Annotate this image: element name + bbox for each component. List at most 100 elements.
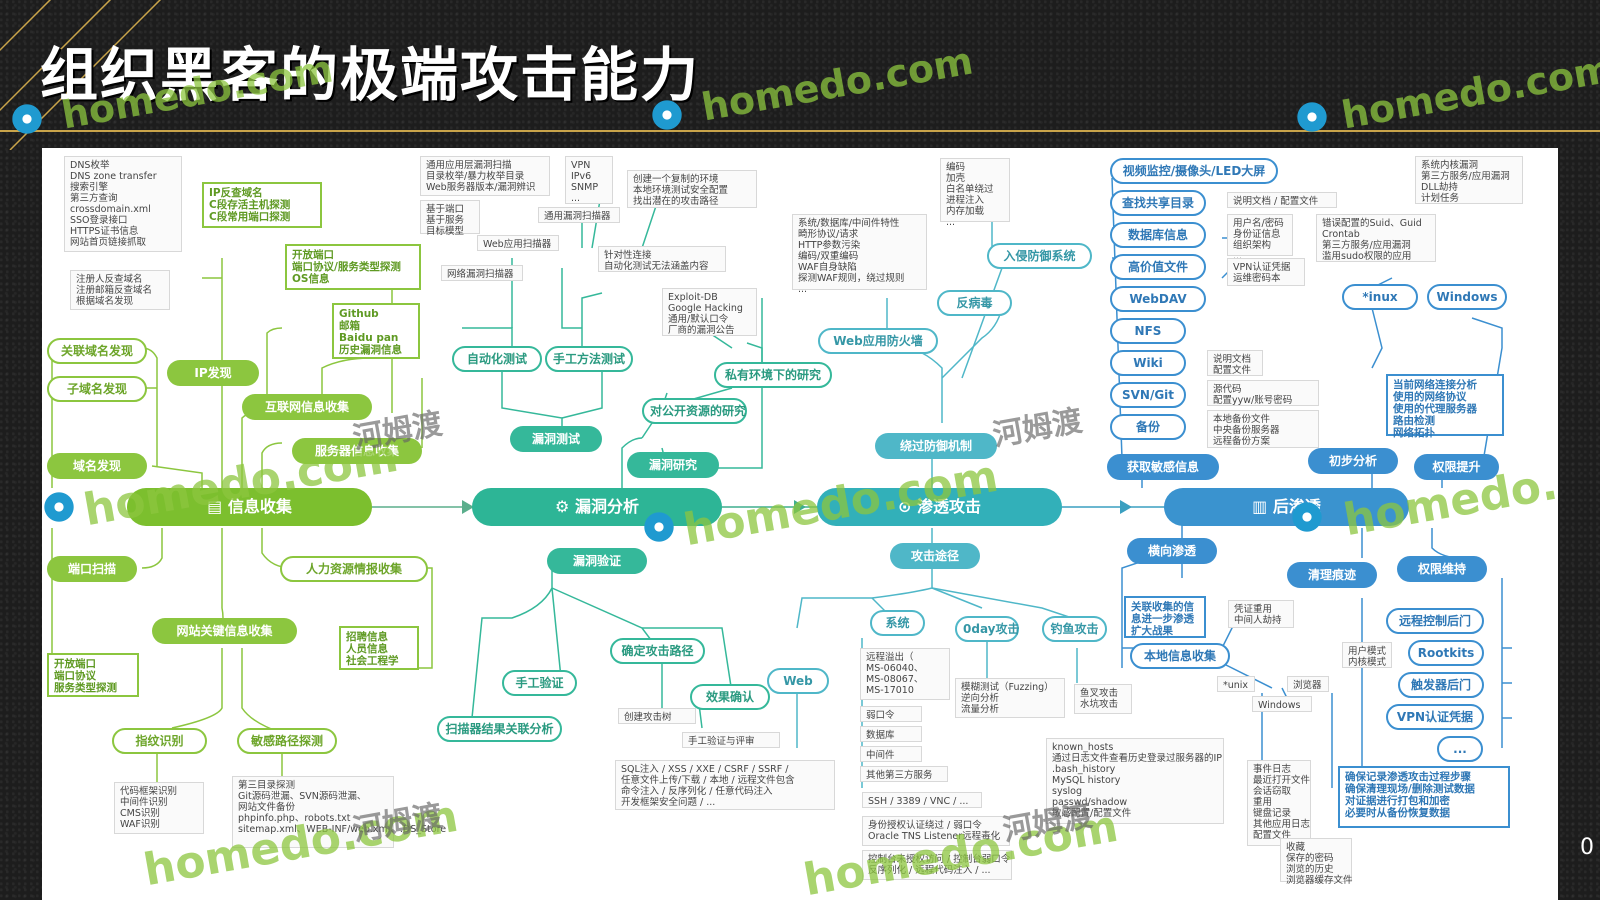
node-confirm-path[interactable]: 确定攻击路径	[610, 638, 705, 664]
node-system[interactable]: 系统	[870, 610, 925, 636]
note-network-analysis: 当前网络连接分析 使用的网络协议 使用的代理服务器 路由检测 网络拓扑	[1386, 374, 1504, 439]
note-dns-methods: DNS枚举 DNS zone transfer 搜索引擎 第三方查询 cross…	[64, 156, 182, 252]
note-scan-types: 通用应用层漏洞扫描 目录枚举/暴力枚举目录 Web服务器版本/漏洞辨识	[420, 156, 550, 196]
node-rootkits[interactable]: Rootkits	[1408, 640, 1484, 666]
note-ip-reverse: IP反查域名 C段存活主机探测 C段常用端口探测	[202, 182, 322, 228]
node-cleanup[interactable]: 清理痕迹	[1287, 562, 1377, 588]
note-recruit: 招聘信息 人员信息 社会工程学	[339, 626, 419, 670]
node-linux[interactable]: *inux	[1342, 284, 1418, 310]
node-vpn-cred[interactable]: VPN认证凭据	[1386, 704, 1484, 730]
node-vuln-test[interactable]: 漏洞测试	[510, 426, 602, 452]
node-domain-discovery[interactable]: 域名发现	[47, 453, 147, 479]
label-manual-review: 手工验证与评审	[682, 732, 780, 748]
node-get-sensitive[interactable]: 获取敏感信息	[1107, 454, 1219, 480]
note-targeted: 针对性连接 自动化测试无法涵盖内容	[598, 246, 726, 272]
node-sensitive-path[interactable]: 敏感路径探测	[237, 728, 337, 754]
note-fingerprint-types: 代码框架识别 中间件识别 CMS识别 WAF识别	[114, 782, 204, 834]
main-node-post-exploitation[interactable]: ▥ 后渗透	[1164, 488, 1409, 526]
label-attack-tree: 创建攻击树	[618, 708, 696, 724]
node-high-value[interactable]: 高价值文件	[1110, 254, 1206, 280]
node-phishing[interactable]: 钓鱼攻击	[1042, 616, 1107, 642]
note-github: Github 邮箱 Baidu pan 历史漏洞信息	[332, 303, 420, 359]
note-console: 控制台未授权访问 / 控制台弱口令 反序列化 / 远程代码注入 / ...	[862, 850, 1012, 880]
node-share[interactable]: 查找共享目录	[1110, 190, 1206, 216]
label-web-scanner: Web应用扫描器	[477, 235, 559, 251]
note-user-info: 用户名/密码 身份证信息 组织架构 ...	[1227, 214, 1293, 262]
grid-icon: ▥	[1252, 497, 1273, 516]
node-web[interactable]: Web	[767, 668, 829, 694]
node-port-scan[interactable]: 端口扫描	[47, 556, 137, 582]
node-private-research[interactable]: 私有环境下的研究	[714, 362, 832, 388]
note-share-docs: 说明文档 / 配置文件	[1227, 192, 1337, 208]
target-icon: ⊙	[898, 497, 917, 516]
node-db-info[interactable]: 数据库信息	[1110, 222, 1206, 248]
node-lateral[interactable]: 横向渗透	[1127, 538, 1217, 564]
flow-arrow-3	[1120, 500, 1132, 514]
main-node-info-gathering[interactable]: ▤ 信息收集	[127, 488, 372, 526]
node-subdomain[interactable]: 子域名发现	[47, 376, 147, 402]
note-exploit-sources: Exploit-DB Google Hacking 通用/默认口令 厂商的漏洞公…	[662, 288, 757, 336]
node-scanner-analysis[interactable]: 扫描器结果关联分析	[437, 716, 562, 742]
node-manual-test[interactable]: 手工方法测试	[545, 346, 633, 372]
node-ids[interactable]: 入侵防御系统	[987, 243, 1092, 269]
note-history-files: known_hosts 通过日志文件查看历史登录过服务器的IP .bash_hi…	[1046, 738, 1224, 824]
node-auto-test[interactable]: 自动化测试	[452, 346, 542, 372]
node-website-key[interactable]: 网站关键信息收集	[152, 618, 297, 644]
node-server-info[interactable]: 服务器信息收集	[292, 438, 422, 464]
node-vuln-verify[interactable]: 漏洞验证	[547, 548, 647, 574]
node-ip-discovery[interactable]: IP发现	[167, 360, 259, 386]
node-bypass[interactable]: 绕过防御机制	[875, 433, 997, 459]
node-related-domain[interactable]: 关联域名发现	[47, 338, 147, 364]
node-antivirus[interactable]: 反病毒	[937, 290, 1012, 316]
note-waf-bypass: 系统/数据库/中间件特性 畸形协议/请求 HTTP参数污染 编码/双重编码 WA…	[792, 214, 927, 295]
node-internet-info[interactable]: 互联网信息收集	[242, 394, 372, 420]
note-web-vulns: SQL注入 / XSS / XXE / CSRF / SSRF / 任意文件上传…	[615, 760, 835, 810]
note-registrant: 注册人反查域名 注册邮箱反查域名 根据域名发现	[70, 270, 170, 310]
note-privesc-linux: 错误配置的Suid、Guid Crontab 第三方服务/应用漏洞 滥用sudo…	[1316, 214, 1436, 262]
node-initial-analysis[interactable]: 初步分析	[1308, 448, 1398, 474]
node-wiki[interactable]: Wiki	[1110, 350, 1186, 376]
node-remote-backdoor[interactable]: 远程控制后门	[1386, 608, 1484, 634]
note-event-logs: 事件日志 最近打开文件 会话窃取 重用 键盘记录 其他应用日志 配置文件	[1247, 760, 1311, 846]
node-backup[interactable]: 备份	[1110, 414, 1186, 440]
label-windows-local: Windows	[1252, 696, 1312, 712]
title-divider	[0, 130, 1600, 132]
mindmap-canvas: ▤ 信息收集 ⚙ 漏洞分析 ⊙ 渗透攻击 ▥ 后渗透 IP发现 互联网信息收集 …	[42, 148, 1558, 900]
node-privesc[interactable]: 权限提升	[1414, 454, 1499, 480]
note-credential-reuse: 凭证重用 中间人劫持	[1228, 600, 1294, 628]
node-manual-verify[interactable]: 手工验证	[502, 670, 577, 696]
node-waf[interactable]: Web应用防火墙	[818, 328, 938, 354]
page-title: 组织黑客的极端攻击能力	[40, 41, 701, 109]
main-node-penetration-attack[interactable]: ⊙ 渗透攻击	[817, 488, 1062, 526]
node-more[interactable]: ...	[1437, 736, 1483, 762]
node-windows[interactable]: Windows	[1427, 284, 1507, 310]
label-database: 数据库	[860, 726, 922, 742]
note-privesc-win: 系统内核漏洞 第三方服务/应用漏洞 DLL劫持 计划任务	[1415, 156, 1523, 204]
node-video[interactable]: 视频监控/摄像头/LED大屏	[1110, 158, 1278, 184]
label-browser: 浏览器	[1287, 676, 1329, 692]
node-vuln-research[interactable]: 漏洞研究	[627, 452, 719, 478]
node-effect-confirm[interactable]: 效果确认	[690, 684, 770, 710]
note-user-mode: 用户模式 内核模式	[1342, 642, 1392, 668]
note-related-info: 关联收集的信 息进一步渗透 扩大战果	[1124, 596, 1206, 638]
node-local-info[interactable]: 本地信息收集	[1130, 643, 1230, 669]
note-vpn-ipv6: VPN IPv6 SNMP ...	[565, 156, 613, 204]
node-nfs[interactable]: NFS	[1110, 318, 1186, 344]
node-trigger-backdoor[interactable]: 触发器后门	[1398, 672, 1484, 698]
note-remote-services: SSH / 3389 / VNC / ...	[862, 792, 982, 808]
node-hr-intel[interactable]: 人力资源情报收集	[280, 556, 428, 582]
document-icon: ▤	[207, 497, 228, 516]
note-fuzzing: 模糊测试（Fuzzing） 逆向分析 流量分析	[955, 678, 1065, 718]
node-attack-path[interactable]: 攻击途径	[890, 543, 980, 569]
node-fingerprint[interactable]: 指纹识别	[112, 728, 207, 754]
node-webdav[interactable]: WebDAV	[1110, 286, 1206, 312]
note-oracle: 身份授权认证绕过 / 弱口令 Oracle TNS Listener远程毒化	[862, 816, 1010, 846]
node-public-research[interactable]: 对公开资源的研究	[642, 398, 747, 424]
note-browser-data: 收藏 保存的密码 浏览的历史 浏览器缓存文件	[1280, 838, 1353, 886]
node-svn[interactable]: SVN/Git	[1110, 382, 1186, 408]
main-node-vuln-analysis[interactable]: ⚙ 漏洞分析	[472, 488, 722, 526]
gear-icon: ⚙	[555, 497, 575, 516]
note-vpn-pwd: VPN认证凭据 运维密码本	[1227, 258, 1305, 286]
node-oday[interactable]: 0day攻击	[955, 616, 1020, 642]
node-persist[interactable]: 权限维持	[1397, 556, 1487, 582]
